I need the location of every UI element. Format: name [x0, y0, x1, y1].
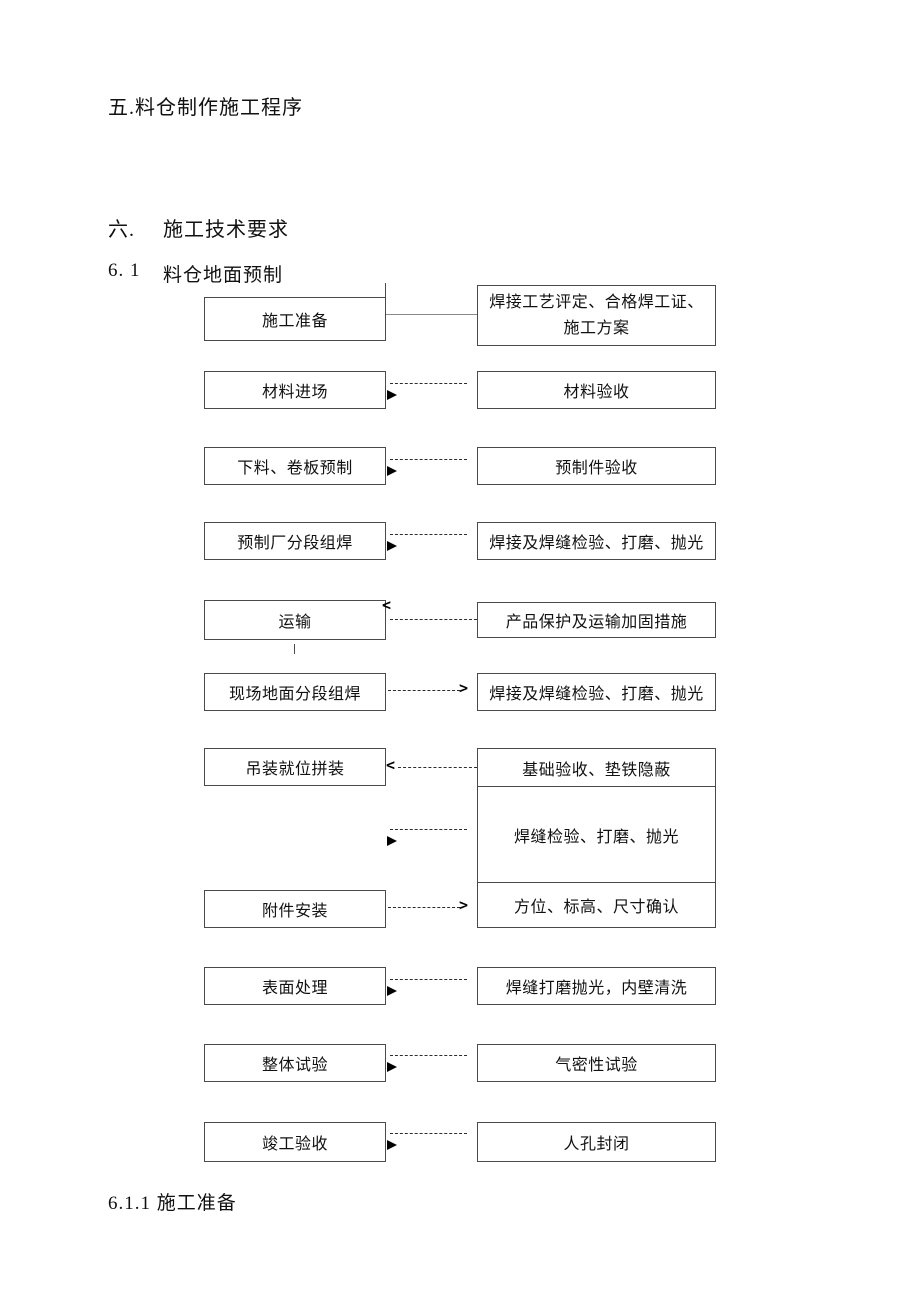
arrow-right-triangle-icon [387, 466, 397, 476]
heading-6-1-1: 6.1.1 施工准备 [108, 1193, 237, 1214]
heading-section-5: 五.料仓制作施工程序 [108, 97, 303, 119]
flow-step-site-welding: 现场地面分段组焊 [204, 673, 386, 711]
dashed-connector-row2 [390, 383, 467, 384]
flow-step-factory-welding: 预制厂分段组焊 [204, 522, 386, 560]
vertical-stub-line [385, 283, 386, 298]
flow-check-weld-inspection-1: 焊接及焊缝检验、打磨、抛光 [477, 522, 716, 560]
heading-6-1-number: 6. 1 [108, 260, 141, 281]
dashed-connector-row3 [390, 459, 467, 460]
arrow-right-triangle-icon [387, 1140, 397, 1150]
flow-step-attachment-install: 附件安装 [204, 890, 386, 928]
heading-section-6-number: 六. [108, 219, 135, 241]
dashed-connector-row11 [390, 1133, 467, 1134]
arrow-right-icon: > [459, 896, 469, 914]
flow-check-manhole-closure: 人孔封闭 [477, 1122, 716, 1162]
dashed-connector-row7 [398, 767, 477, 768]
dashed-connector-row6 [388, 690, 460, 691]
flow-check-stacked-box: 基础验收、垫铁隐蔽 焊缝检验、打磨、抛光 方位、标高、尺寸确认 [477, 748, 716, 928]
flow-check-position-confirmation: 方位、标高、尺寸确认 [513, 899, 679, 916]
arrow-right-triangle-icon [387, 390, 397, 400]
flow-step-material-entry: 材料进场 [204, 371, 386, 409]
heading-6-1-text: 料仓地面预制 [163, 265, 284, 286]
flow-check-weld-inspection-2: 焊接及焊缝检验、打磨、抛光 [477, 673, 716, 711]
flow-step-transport: 运输 [204, 600, 386, 640]
flow-step-hoist-assembly: 吊装就位拼装 [204, 748, 386, 786]
flow-check-product-protection: 产品保护及运输加固措施 [477, 602, 716, 638]
arrow-right-triangle-icon [387, 1062, 397, 1072]
arrow-right-triangle-icon [387, 986, 397, 996]
flow-check-weld-inspection-3: 焊缝检验、打磨、抛光 [478, 787, 715, 883]
dashed-connector-mid [390, 829, 467, 830]
heading-section-6-text: 施工技术要求 [163, 219, 289, 241]
flow-check-prefab-acceptance: 预制件验收 [477, 447, 716, 485]
flow-step-completion-acceptance: 竣工验收 [204, 1122, 386, 1162]
flow-step-overall-test: 整体试验 [204, 1044, 386, 1082]
arrow-left-icon: < [386, 756, 396, 774]
flow-check-welding-qualification: 焊接工艺评定、合格焊工证、 施工方案 [477, 285, 716, 346]
dashed-connector-row9 [390, 979, 467, 980]
flow-check-airtight-test: 气密性试验 [477, 1044, 716, 1082]
flow-check-foundation-acceptance: 基础验收、垫铁隐蔽 [478, 749, 715, 787]
dashed-connector-row10 [390, 1055, 467, 1056]
flow-check-material-acceptance: 材料验收 [477, 371, 716, 409]
arrow-right-icon: > [459, 679, 469, 697]
flow-step-cutting-rolling: 下料、卷板预制 [204, 447, 386, 485]
flow-step-surface-treatment: 表面处理 [204, 967, 386, 1005]
transport-tick-line [294, 644, 295, 654]
flow-check-line-1: 焊接工艺评定、合格焊工证、 [489, 293, 704, 311]
dashed-connector-row8 [388, 907, 460, 908]
flow-step-construction-prep: 施工准备 [204, 297, 386, 341]
flow-check-polish-cleaning: 焊缝打磨抛光，内壁清洗 [477, 967, 716, 1005]
arrow-right-triangle-icon [387, 541, 397, 551]
arrow-left-icon: < [382, 596, 392, 614]
flow-check-line-2: 施工方案 [563, 319, 630, 337]
dashed-connector-row4 [390, 534, 467, 535]
connector-line-row1 [386, 314, 477, 315]
dashed-connector-row5 [390, 619, 477, 620]
arrow-right-triangle-icon [387, 836, 397, 846]
